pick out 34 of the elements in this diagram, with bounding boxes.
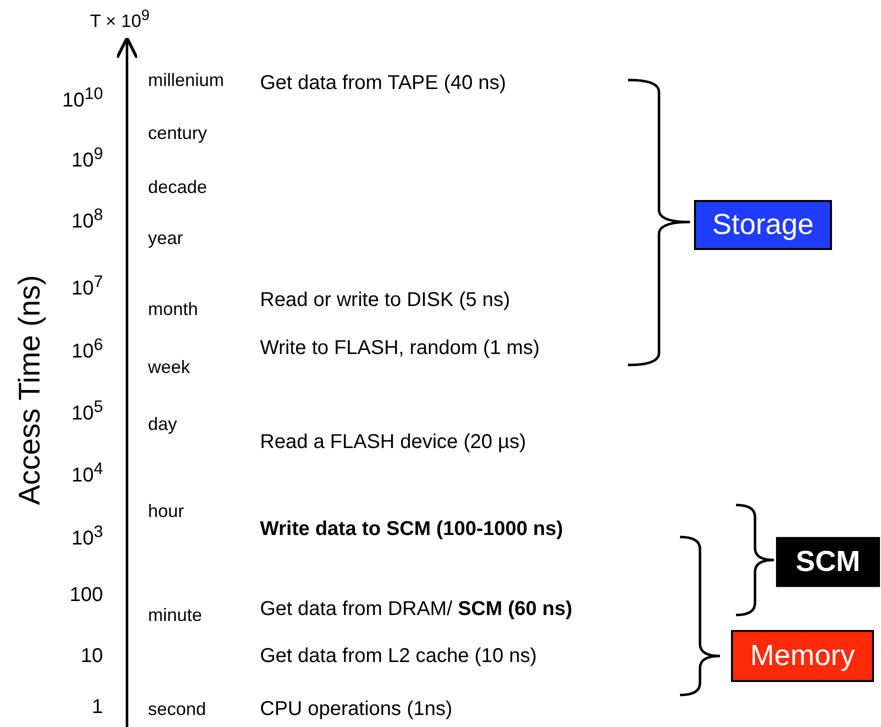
memory-label: Memory	[731, 630, 874, 682]
time-unit-label: hour	[148, 502, 184, 522]
time-unit-label: year	[148, 229, 184, 249]
tick-label: 10$^{10}$	[62, 85, 103, 112]
description: Read or write to DISK (5 ns)	[260, 289, 510, 311]
scm-label: SCM	[776, 537, 880, 587]
tick-label: 1	[92, 696, 103, 718]
description: CPU operations (1ns)	[260, 698, 452, 720]
time-unit-label: week	[148, 358, 190, 378]
time-unit-label: century	[148, 124, 208, 144]
description: Write to FLASH, random (1 ms)	[260, 337, 540, 359]
time-unit-label: millenium	[148, 71, 224, 91]
time-unit-label: second	[148, 700, 206, 720]
tick-label: 10	[80, 645, 103, 667]
storage-label: Storage	[694, 200, 832, 250]
tick-label: 10$^{5}$	[71, 398, 103, 425]
note: T × 10$^{9}$	[90, 8, 150, 32]
tick-label: 10$^{8}$	[71, 206, 103, 233]
description: Get data from L2 cache (10 ns)	[260, 645, 537, 667]
description: Get data from TAPE (40 ns)	[260, 72, 506, 94]
axis-title: Access Time (ns)	[14, 274, 46, 506]
time-unit-label: minute	[148, 606, 202, 626]
description: Get data from DRAM/ SCM (60 ns)	[260, 598, 572, 620]
time-unit-label: month	[148, 300, 198, 320]
tick-label: 10$^{7}$	[71, 273, 103, 300]
time-unit-label: decade	[148, 178, 208, 198]
tick-label: 100	[70, 584, 103, 606]
tick-label: 10$^{6}$	[71, 336, 103, 363]
tick-label: 10$^{3}$	[71, 523, 103, 550]
description: Write data to SCM (100-1000 ns)	[260, 518, 564, 540]
tick-label: 10$^{4}$	[71, 460, 103, 487]
time-unit-label: day	[148, 415, 178, 435]
description: Read a FLASH device (20 µs)	[260, 431, 526, 453]
tick-label: 10$^{9}$	[71, 145, 103, 172]
